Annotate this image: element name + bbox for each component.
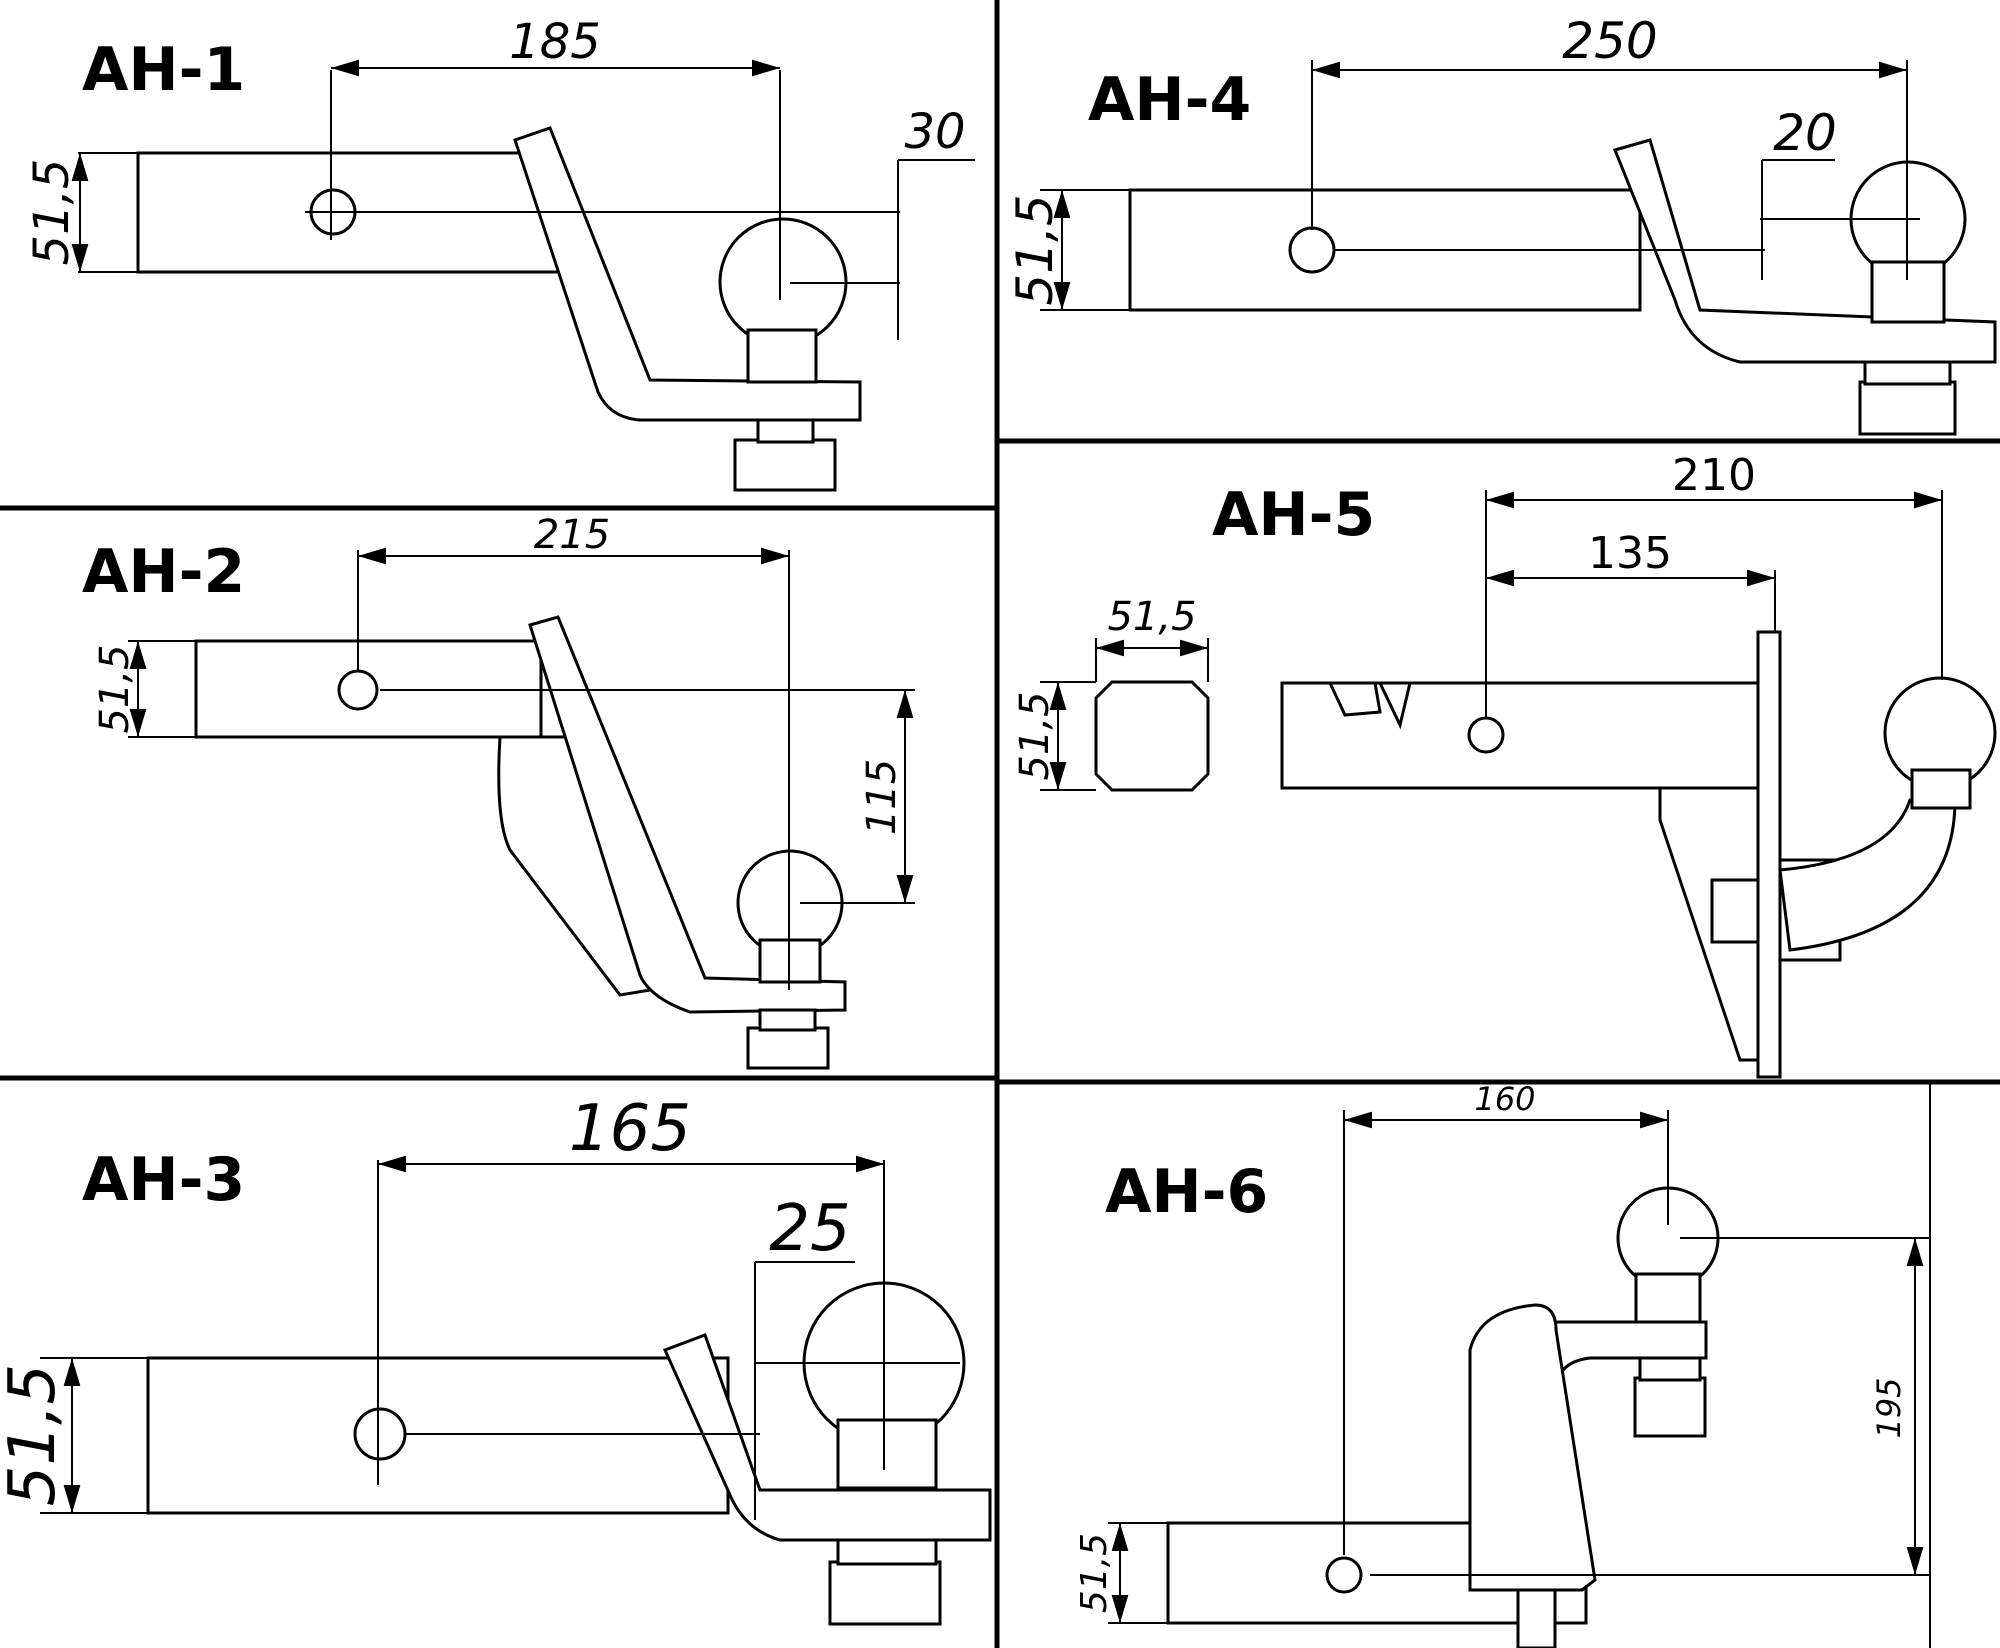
pin-hole [337, 669, 379, 711]
dim-offset: 25 [769, 1192, 850, 1266]
pin-hole [1288, 226, 1336, 274]
dim-section-width: 51,5 [1107, 594, 1196, 640]
ball-neck [1910, 768, 1972, 810]
dim-length: 165 [569, 1092, 691, 1166]
dim-offset: 20 [1773, 104, 1837, 162]
hitch-arm-plate [1468, 1303, 1597, 1592]
dim-section: 51,5 [24, 159, 80, 266]
dim-section: 51,5 [1006, 194, 1064, 305]
dim-section: 51,5 [1074, 1533, 1115, 1613]
hex-nut [828, 1560, 942, 1626]
hitch-bracket [1658, 786, 1760, 1062]
bolt-nut [1710, 878, 1760, 944]
pin-hole [1325, 1556, 1363, 1594]
ball-neck [1634, 1272, 1702, 1324]
dim-length: 210 [1672, 450, 1756, 501]
hex-nut [1858, 380, 1957, 436]
ball-neck [836, 1418, 938, 1490]
pin-hole [1467, 716, 1505, 754]
hitch-arm [1612, 138, 1997, 364]
dim-height: 195 [1870, 1377, 1908, 1438]
mounting-plate [1756, 630, 1782, 1079]
dim-length: 185 [509, 14, 601, 70]
panel-ah-4: AH-4 250 20 51,5 [1006, 12, 1997, 436]
panel-title: AH-2 [82, 537, 245, 607]
dim-length: 215 [534, 512, 610, 558]
hex-nut [733, 438, 837, 492]
dim-offset: 30 [904, 104, 965, 160]
dim-length: 160 [1474, 1080, 1535, 1118]
panel-title: AH-6 [1105, 1157, 1268, 1227]
panel-ah-6: AH-6 160 195 51,5 [1074, 1080, 1931, 1648]
dim-section: 51,5 [0, 1364, 70, 1507]
ball-neck [746, 328, 818, 384]
hitch-shank [146, 1356, 730, 1515]
panel-ah-5: AH-5 51,5 51,5 210 135 [1012, 450, 1997, 1079]
panel-ah-3: AH-3 165 25 51,5 [0, 1092, 992, 1626]
panel-title: AH-3 [82, 1145, 245, 1215]
panel-ah-1: AH-1 185 30 51,5 [24, 14, 975, 492]
hex-nut [746, 1026, 830, 1070]
panel-title: AH-4 [1088, 65, 1251, 135]
ball-gooseneck [1778, 798, 1957, 952]
hitch-arm [528, 615, 847, 1014]
hitch-arm [662, 1333, 992, 1542]
hex-nut [1633, 1376, 1707, 1438]
hitch-arm-plate [497, 735, 652, 997]
dim-drop: 115 [859, 759, 905, 835]
pin-hole [353, 1407, 407, 1461]
panel-title: AH-1 [82, 35, 245, 105]
panel-ah-2: AH-2 215 115 51,5 [82, 512, 915, 1070]
panel-title: AH-5 [1212, 480, 1375, 550]
dim-plate-distance: 135 [1588, 528, 1672, 579]
dim-section: 51,5 [92, 644, 138, 733]
dim-section-height: 51,5 [1012, 691, 1058, 780]
shank-cross-section [1094, 680, 1210, 792]
dim-length: 250 [1562, 12, 1657, 70]
